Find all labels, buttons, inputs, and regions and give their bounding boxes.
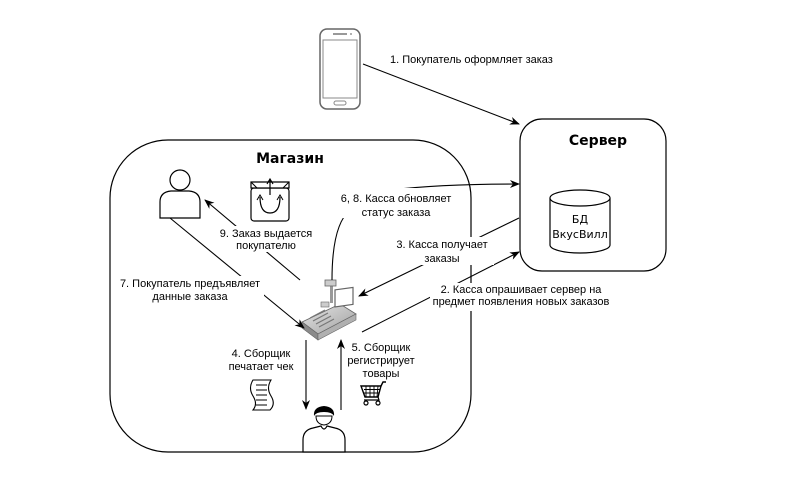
- step-4-line-1: 4. Сборщик: [232, 348, 291, 360]
- shopping-bag-icon: [250, 177, 290, 222]
- server-title: Сервер: [569, 133, 627, 149]
- picker-icon[interactable]: [302, 406, 346, 453]
- step-68-line-2: статус заказа: [362, 207, 432, 219]
- smartphone-icon[interactable]: [319, 28, 361, 110]
- step-68-line-1: 6, 8. Касса обновляет: [341, 193, 452, 205]
- step-5-line-1: 5. Сборщик: [352, 342, 411, 354]
- database-label-line2: ВкусВилл: [552, 228, 608, 241]
- step-labels: 1. Покупатель оформляет заказ 6, 8. Касс…: [116, 54, 614, 380]
- store-title: Магазин: [256, 151, 324, 167]
- step-2-line-1: 2. Касса опрашивает сервер на: [441, 284, 603, 296]
- step-2-line-2: предмет появления новых заказов: [433, 296, 610, 308]
- step-label-1: 1. Покупатель оформляет заказ: [390, 54, 553, 66]
- database-cylinder[interactable]: БД ВкусВилл: [549, 189, 611, 254]
- database-label-line1: БД: [572, 213, 589, 226]
- step-7-line-1: 7. Покупатель предъявляет: [120, 278, 260, 290]
- step-label-4: 4. Сборщик печатает чек: [229, 348, 294, 373]
- step-3-line-1: 3. Касса получает: [396, 239, 487, 251]
- cash-register-icon[interactable]: [301, 279, 357, 341]
- step-3-line-2: заказы: [424, 253, 459, 265]
- shopping-cart-icon: [360, 381, 386, 406]
- step-5-line-2: регистрирует: [347, 355, 414, 367]
- step-4-line-2: печатает чек: [229, 361, 294, 373]
- step-label-9: 9. Заказ выдается покупателю: [215, 226, 319, 252]
- customer-icon[interactable]: [159, 169, 201, 219]
- step-label-2: 2. Касса опрашивает сервер на предмет по…: [430, 283, 614, 311]
- step-label-7: 7. Покупатель предъявляет данные заказа: [116, 276, 264, 304]
- edge-1-phone-to-server[interactable]: [362, 63, 520, 125]
- step-5-line-3: товары: [363, 368, 400, 380]
- receipt-icon: [249, 379, 274, 411]
- step-label-5: 5. Сборщик регистрирует товары: [347, 342, 414, 380]
- step-9-line-2: покупателю: [236, 240, 296, 252]
- server-container: Сервер БД ВкусВилл: [519, 118, 667, 272]
- step-label-3: 3. Касса получает заказы: [390, 237, 494, 265]
- edge-7-customer-to-register[interactable]: [169, 217, 305, 329]
- step-1-line-1: 1. Покупатель оформляет заказ: [390, 54, 553, 66]
- step-7-line-2: данные заказа: [152, 291, 228, 303]
- step-9-line-1: 9. Заказ выдается: [220, 228, 313, 240]
- step-label-68: 6, 8. Касса обновляет статус заказа: [335, 188, 457, 219]
